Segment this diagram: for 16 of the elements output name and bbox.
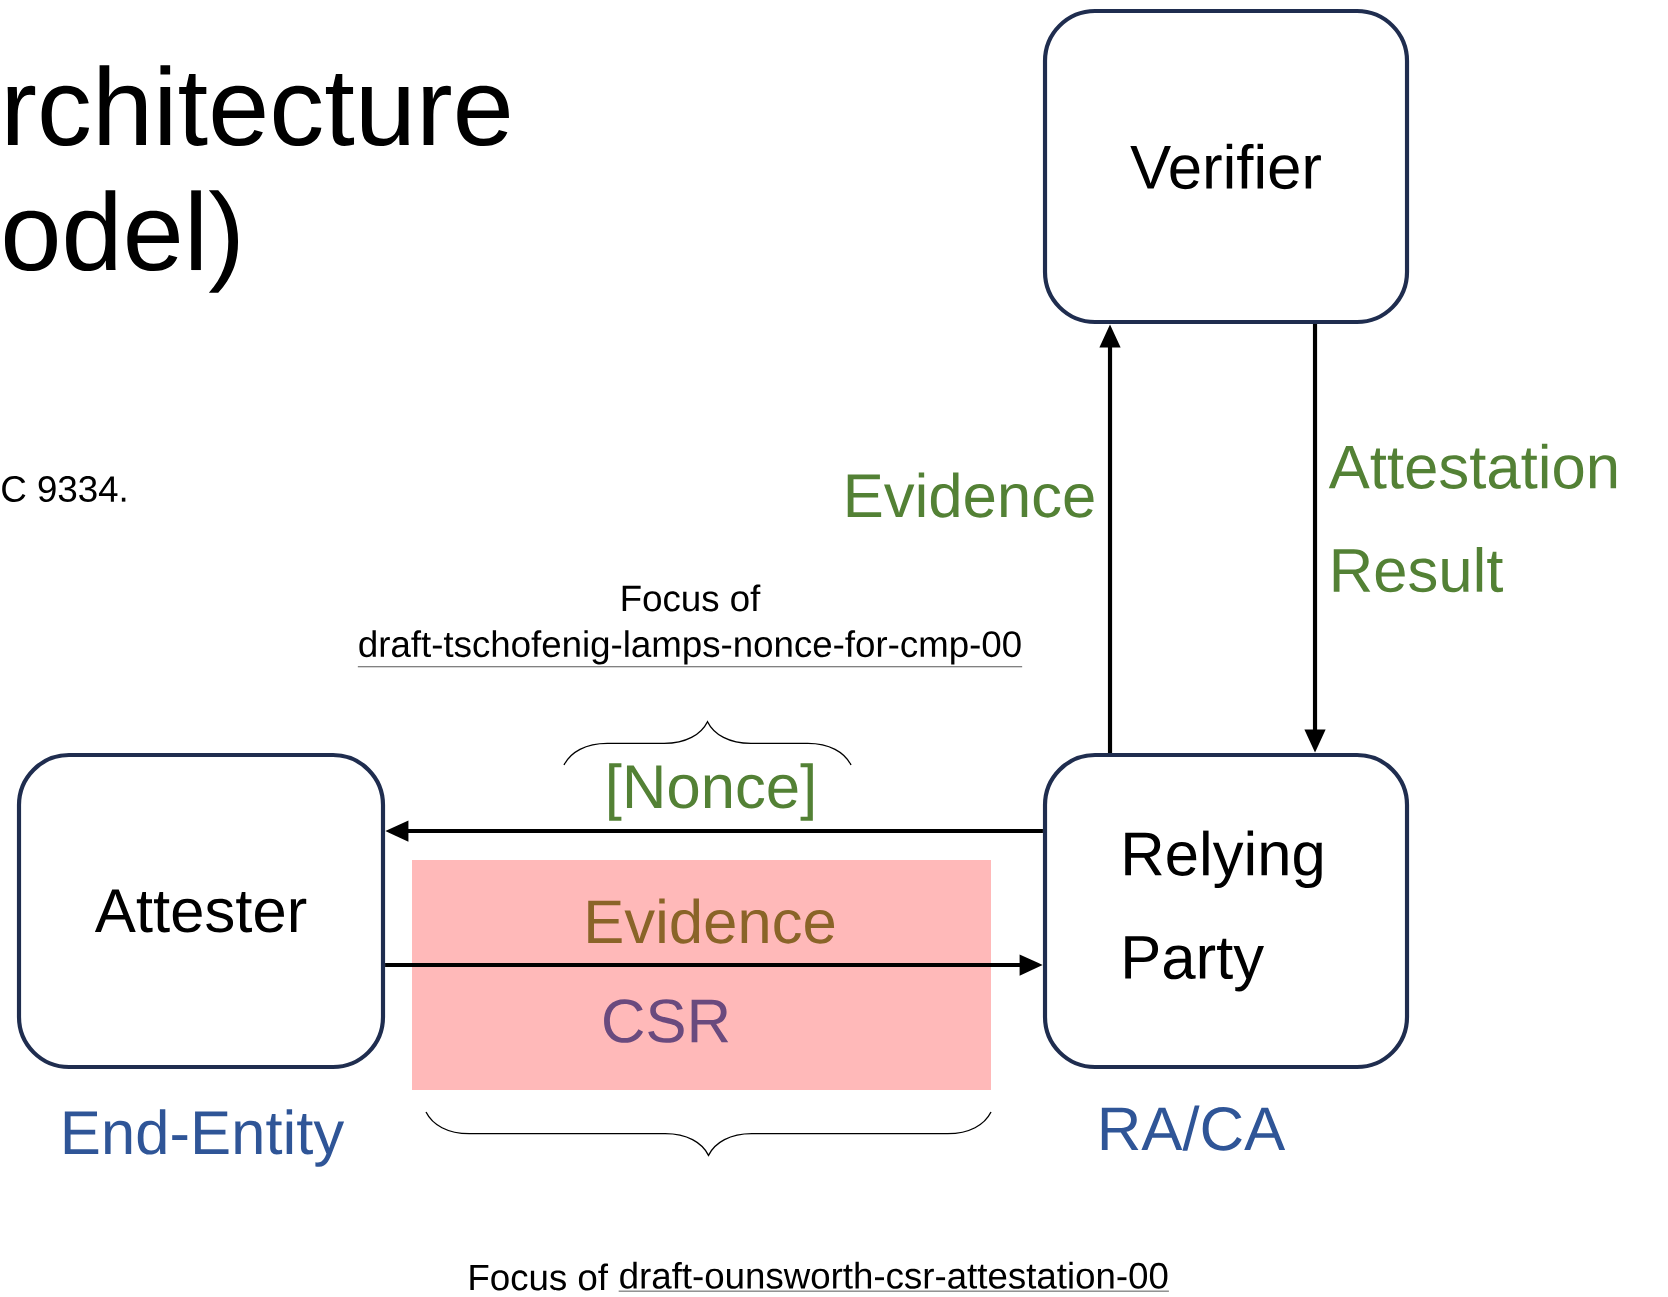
note-text: C 9334. xyxy=(2,476,126,502)
caption: Focus of xyxy=(470,1263,608,1291)
entity-box: Attester xyxy=(16,752,386,1070)
role-label: RA/CA xyxy=(1101,1105,1286,1151)
entity-box: Relying Party xyxy=(1042,752,1410,1070)
role-label: End-Entity xyxy=(64,1109,345,1167)
band-label: CSR xyxy=(604,999,729,1043)
edge-label: [Nonce] xyxy=(609,763,813,821)
caption: Focus of xyxy=(622,584,761,612)
edge-label: Evidence xyxy=(847,472,1094,518)
entity-box: Verifier xyxy=(1042,8,1410,325)
document-name: draft-ounsworth-csr-attestation-00 xyxy=(618,1261,1170,1292)
title: rchitecture odel) xyxy=(4,65,509,293)
edge-label: Attestation Result xyxy=(1328,443,1617,593)
edge-label: Evidence xyxy=(588,898,835,944)
document-name: draft-tschofenig-lamps-nonce-for-cmp-00 xyxy=(357,630,1023,668)
